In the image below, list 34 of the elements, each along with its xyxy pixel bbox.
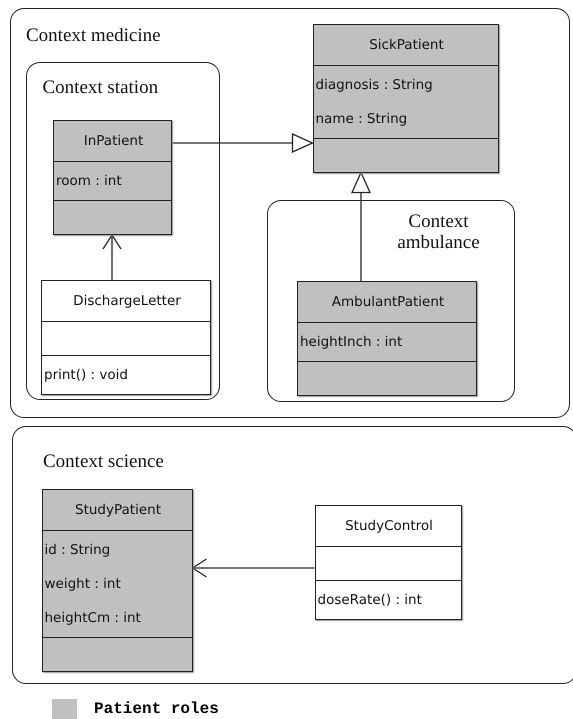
association-arrow	[102, 234, 122, 280]
class-name: DischargeLetter	[73, 293, 181, 309]
class-box	[42, 488, 192, 672]
attribute: diagnosis : String	[316, 76, 433, 94]
attribute: id : String	[44, 540, 110, 560]
class-name: AmbulantPatient	[332, 294, 444, 310]
context-title: Context science	[43, 451, 164, 473]
legend-text: Patient roles	[94, 700, 219, 718]
class-box	[53, 120, 172, 235]
class-box	[312, 24, 498, 172]
association-arrow	[192, 558, 314, 578]
context-frame	[26, 62, 220, 400]
attribute: weight : int	[44, 574, 121, 594]
class-name: SickPatient	[369, 36, 444, 52]
generalization-arrow	[172, 133, 314, 153]
attribute: name : String	[316, 110, 408, 128]
attribute: heightInch : int	[300, 333, 402, 352]
operation: print() : void	[44, 366, 128, 385]
class-box	[297, 281, 477, 396]
operation: doseRate() : int	[318, 590, 422, 610]
context-title: Context ambulance	[396, 210, 481, 254]
context-title: Context medicine	[26, 25, 161, 47]
generalization-arrow	[351, 172, 371, 281]
class-name: InPatient	[84, 133, 144, 149]
class-name: StudyPatient	[75, 502, 161, 518]
context-frame	[10, 8, 570, 418]
class-box	[41, 280, 211, 395]
class-name: StudyControl	[345, 518, 433, 534]
attribute: room : int	[56, 172, 122, 191]
context-title: Context station	[42, 76, 158, 98]
class-box	[314, 504, 462, 620]
attribute: heightCm : int	[44, 608, 141, 628]
context-frame	[12, 426, 573, 684]
context-frame	[266, 200, 514, 402]
